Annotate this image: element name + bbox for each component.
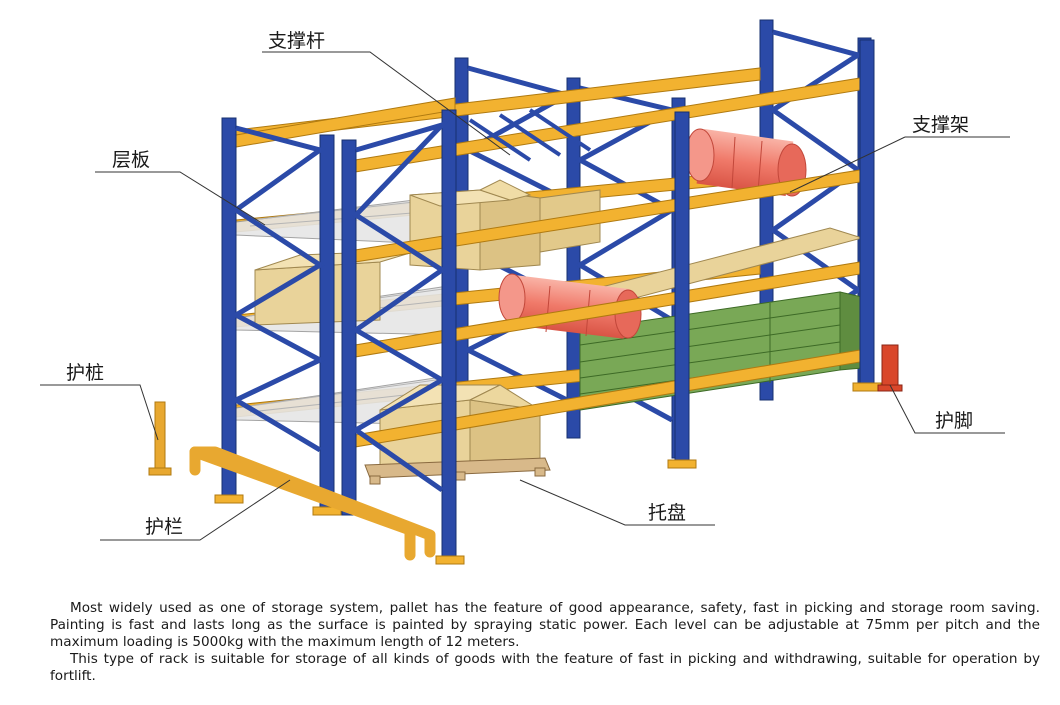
guardrail [189, 446, 436, 561]
label-pallet: 托盘 [648, 502, 687, 524]
foot-guard [877, 344, 903, 392]
label-support: 支撑架 [912, 114, 970, 136]
front-bracing [230, 120, 451, 493]
pallet-rack-diagram [40, 19, 1010, 565]
bollard [148, 401, 172, 476]
description-paragraph-1: Most widely used as one of storage syste… [50, 600, 1040, 650]
pallet [364, 457, 551, 485]
label-shelf: 层板 [112, 149, 151, 171]
front-beams [235, 77, 861, 448]
label-brace: 支撑杆 [268, 30, 326, 52]
label-foot-guard: 护脚 [935, 410, 974, 432]
label-post: 护桩 [66, 362, 105, 384]
leader-lines [40, 51, 1010, 541]
label-guardrail: 护栏 [145, 516, 184, 538]
cross-braces [468, 108, 592, 162]
description-paragraph-2: This type of rack is suitable for storag… [50, 651, 1040, 684]
green-crate [579, 291, 863, 411]
description: Most widely used as one of storage syste… [50, 600, 1040, 685]
